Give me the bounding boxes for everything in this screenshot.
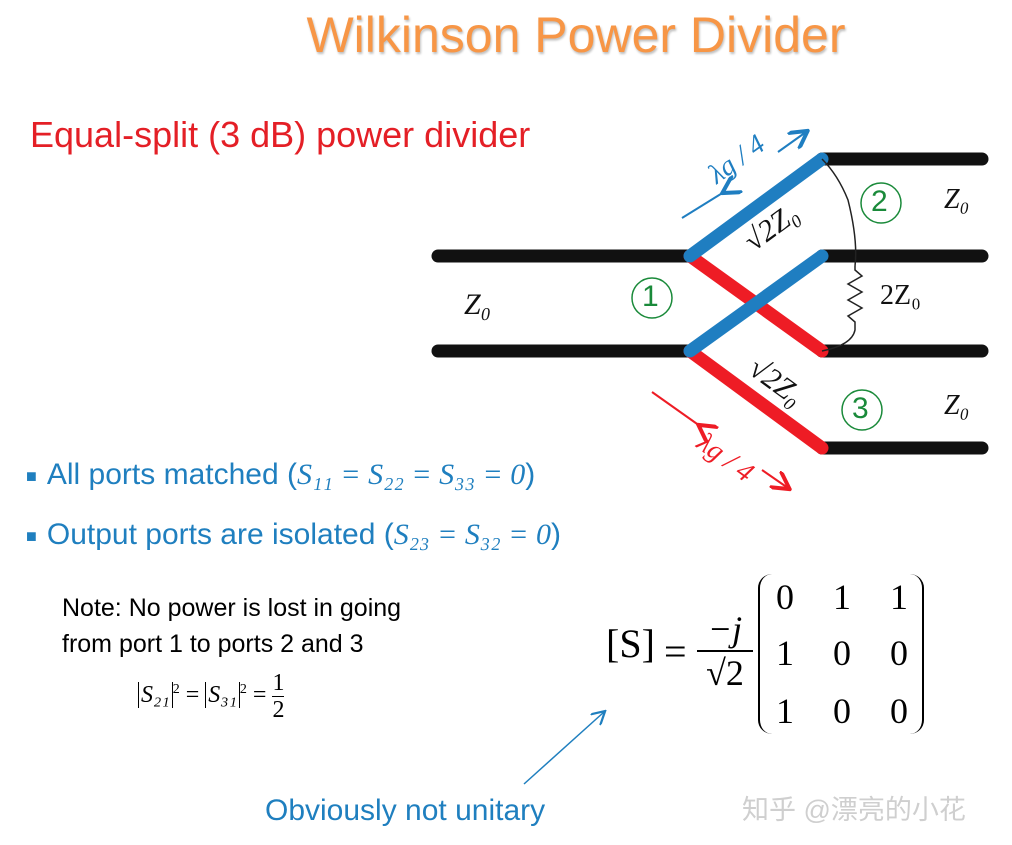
bullet-math: S₁₁ = S₂₂ = S₃₃ = 0 (296, 458, 526, 491)
lambda-top-arrow-right-icon (777, 132, 806, 153)
matrix-cell: 0 (833, 691, 851, 731)
matrix-cell: 0 (890, 691, 908, 731)
blue-line-lower (683, 249, 829, 358)
matrix-cell: 0 (776, 577, 794, 617)
port2-circle (860, 182, 902, 224)
fraction-numerator: 1 (272, 670, 285, 697)
port1-label: 1 (642, 280, 659, 313)
matrix-cell: 1 (776, 691, 794, 731)
bullet-close: ) (525, 458, 536, 491)
bullet-matched: ■ All ports matched (S₁₁ = S₂₂ = S₃₃ = 0) (26, 458, 535, 492)
resistor-icon (821, 266, 864, 352)
fraction: 1 2 (272, 670, 285, 723)
z0-port2-label: Z₀ (944, 184, 970, 215)
matrix-cell: 1 (833, 577, 851, 617)
matrix-factor: −j √2 (697, 608, 753, 694)
bullet-text: Output ports are isolated ( (46, 518, 394, 551)
lambda-bottom-arrow-right-icon (761, 469, 788, 488)
bullet-math: S₂₃ = S₃₂ = 0 (393, 518, 551, 551)
matrix-cell: 0 (890, 633, 908, 673)
bullet-square-icon: ■ (26, 525, 37, 546)
factor-denominator: √2 (706, 653, 744, 693)
s21-term: S₂₁ (138, 682, 173, 709)
exponent: 2 (172, 682, 180, 698)
port1-circle (631, 277, 673, 319)
s31-term: S₃₁ (205, 682, 240, 709)
matrix-cell: 1 (890, 577, 908, 617)
matrix-right-bracket (910, 574, 924, 734)
red-line-lower (683, 344, 829, 455)
watermark: 知乎 @漂亮的小花 (742, 795, 966, 825)
bullet-text: All ports matched ( (46, 458, 297, 491)
lambda-top-arrow-left-icon (681, 192, 724, 219)
comment-text: Obviously not unitary (265, 794, 546, 827)
z0-lines (431, 152, 989, 455)
equals-sign: = (664, 629, 687, 674)
port3-label: 3 (852, 392, 869, 425)
page-title: Wilkinson Power Divider (306, 7, 846, 63)
z0-input-label: Z₀ (464, 288, 492, 321)
subtitle: Equal-split (3 dB) power divider (30, 114, 531, 155)
note-text: Note: No power is lost in going from por… (62, 594, 402, 658)
bullet-square-icon: ■ (26, 465, 37, 486)
port2-label: 2 (871, 185, 888, 218)
blue-line-upper (683, 152, 829, 263)
bullet-close: ) (550, 518, 561, 551)
lambda-bottom-arrow-left-icon (651, 391, 700, 426)
comment-arrow-icon (523, 712, 604, 785)
matrix-cell: 1 (776, 633, 794, 673)
exponent: 2 (239, 682, 247, 698)
resistor-label: 2Z₀ (880, 280, 921, 311)
bullet-isolated: ■ Output ports are isolated (S₂₃ = S₃₂ = … (26, 518, 561, 552)
z0-port3-label: Z₀ (944, 390, 970, 421)
matrix-cell: 0 (833, 633, 851, 673)
port3-circle (841, 389, 883, 431)
matrix-left-bracket (758, 574, 772, 734)
resistor-wire-top (821, 158, 857, 267)
s-matrix-lhs: [S] (606, 621, 655, 666)
factor-numerator: −j (697, 608, 753, 652)
fraction-denominator: 2 (272, 697, 285, 723)
